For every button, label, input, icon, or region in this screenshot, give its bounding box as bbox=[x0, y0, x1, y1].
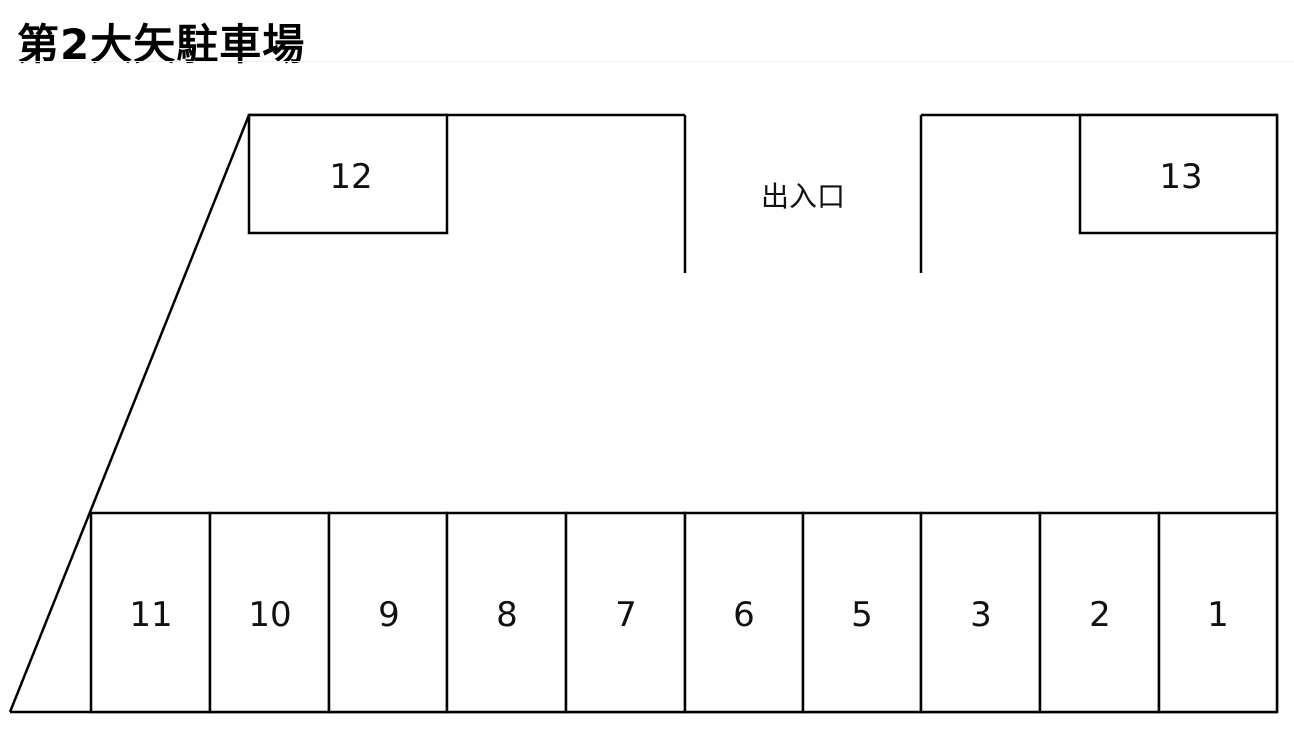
parking-slot-13[interactable]: 13 bbox=[1078, 113, 1279, 235]
parking-slot-3[interactable]: 3 bbox=[919, 511, 1042, 714]
slot-number: 7 bbox=[615, 595, 637, 635]
parking-slot-12[interactable]: 12 bbox=[247, 113, 449, 235]
parking-slot-7[interactable]: 7 bbox=[564, 511, 687, 714]
slot-number: 3 bbox=[970, 595, 992, 635]
slot-number: 5 bbox=[851, 595, 873, 635]
slot-number: 2 bbox=[1089, 595, 1111, 635]
bottom-slot-row: 11 10 9 8 7 6 5 3 bbox=[89, 511, 1279, 714]
parking-slot-2[interactable]: 2 bbox=[1038, 511, 1161, 714]
parking-slot-1[interactable]: 1 bbox=[1157, 511, 1279, 714]
slot-number: 10 bbox=[248, 595, 291, 635]
diagonal-boundary-line bbox=[8, 114, 251, 713]
entrance-label: 出入口 bbox=[761, 180, 845, 213]
slot-number: 11 bbox=[129, 595, 172, 635]
slot-number: 6 bbox=[733, 595, 755, 635]
slot-number: 9 bbox=[378, 595, 400, 635]
parking-slot-9[interactable]: 9 bbox=[327, 511, 449, 714]
parking-slot-10[interactable]: 10 bbox=[208, 511, 331, 714]
parking-slot-6[interactable]: 6 bbox=[683, 511, 805, 714]
parking-slot-11[interactable]: 11 bbox=[89, 511, 212, 714]
slot-number: 8 bbox=[496, 595, 518, 635]
page-title: 第2大矢駐車場 bbox=[17, 20, 306, 69]
parking-slot-8[interactable]: 8 bbox=[445, 511, 568, 714]
slot-number: 13 bbox=[1159, 157, 1202, 197]
title-divider bbox=[17, 61, 1294, 62]
slot-number: 12 bbox=[329, 157, 372, 197]
slot-number: 1 bbox=[1207, 595, 1229, 635]
parking-slot-5[interactable]: 5 bbox=[801, 511, 923, 714]
